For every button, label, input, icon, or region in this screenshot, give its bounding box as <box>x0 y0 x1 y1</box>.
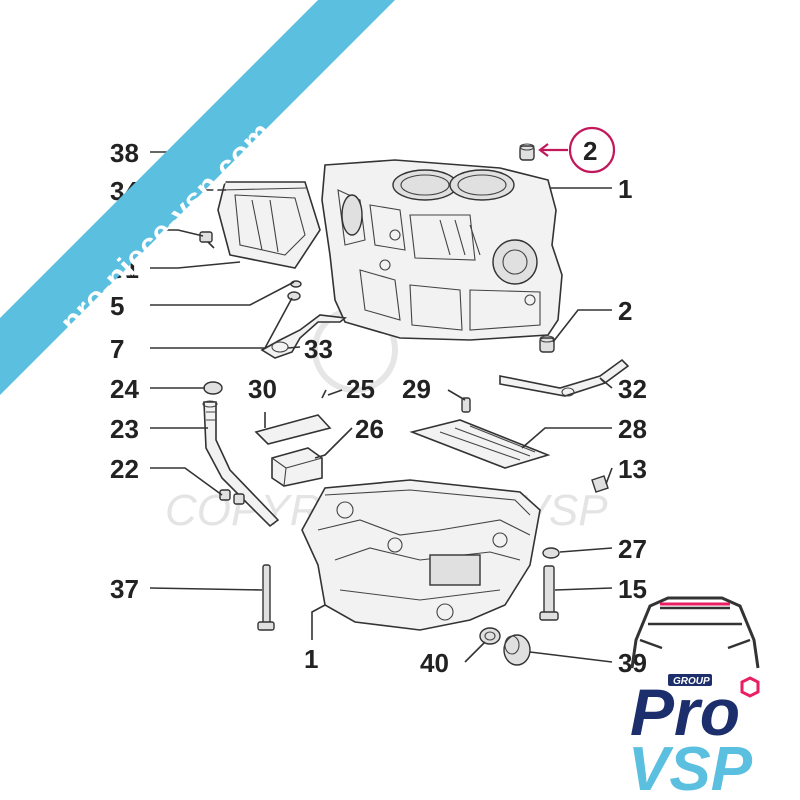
bolt-22 <box>219 489 245 505</box>
callout-23: 23 <box>110 414 139 444</box>
washer-40 <box>479 627 501 645</box>
callout-1-top: 1 <box>618 174 632 204</box>
callout-40: 40 <box>420 648 449 678</box>
bolt-35 <box>199 231 215 249</box>
sensor-13 <box>591 475 609 493</box>
bolt-29 <box>461 397 471 413</box>
callout-22: 22 <box>110 454 139 484</box>
logo-accent-hexagon <box>740 676 760 698</box>
windage-tray-28 <box>409 419 551 469</box>
adapter-housing <box>217 181 321 269</box>
callout-7: 7 <box>110 334 124 364</box>
nut-27 <box>542 547 560 559</box>
oil-pan <box>301 479 541 631</box>
dowel-sleeve-top <box>519 143 535 161</box>
callout-28: 28 <box>618 414 647 444</box>
banner-ribbon <box>0 0 395 395</box>
callout-24: 24 <box>110 374 139 404</box>
dipstick-tube-23 <box>202 400 280 528</box>
callout-30: 30 <box>248 374 277 404</box>
dipstick-cap-24 <box>203 381 223 395</box>
callout-26: 26 <box>355 414 384 444</box>
stud-15 <box>539 565 559 621</box>
bracket-33 <box>260 314 347 359</box>
callout-33: 33 <box>304 334 333 364</box>
pro-vsp-logo: GROUP Pro VSP <box>628 596 760 800</box>
logo-vsp-text: VSP <box>628 735 753 800</box>
seal-7 <box>287 291 301 301</box>
callout-32: 32 <box>618 374 647 404</box>
callout-2-top: 2 <box>583 136 597 166</box>
callout-1-bottom: 1 <box>304 644 318 674</box>
callout-37: 37 <box>110 574 139 604</box>
car-outline-icon <box>630 596 760 669</box>
engine-block <box>321 159 563 341</box>
callout-29: 29 <box>402 374 431 404</box>
bracket-26 <box>271 447 323 487</box>
drain-plug-39 <box>503 634 531 666</box>
dowel-sleeve-mid <box>539 335 555 353</box>
logo-pro-text: Pro <box>630 675 740 749</box>
callout-38: 38 <box>110 138 139 168</box>
rod-32 <box>499 358 630 397</box>
logo-group-text: GROUP <box>673 676 710 687</box>
callout-numbers: 38 34 35 31 5 7 33 2 1 2 24 30 25 29 32 … <box>110 136 647 678</box>
callout-15: 15 <box>618 574 647 604</box>
callout-13: 13 <box>618 454 647 484</box>
callout-27: 27 <box>618 534 647 564</box>
callout-5: 5 <box>110 291 124 321</box>
highlighted-callout-2 <box>538 126 616 174</box>
pin-25 <box>321 389 327 399</box>
callout-25: 25 <box>346 374 375 404</box>
baffle-plate-30 <box>254 414 332 445</box>
bolt-37 <box>257 564 275 631</box>
callout-2-mid: 2 <box>618 296 632 326</box>
